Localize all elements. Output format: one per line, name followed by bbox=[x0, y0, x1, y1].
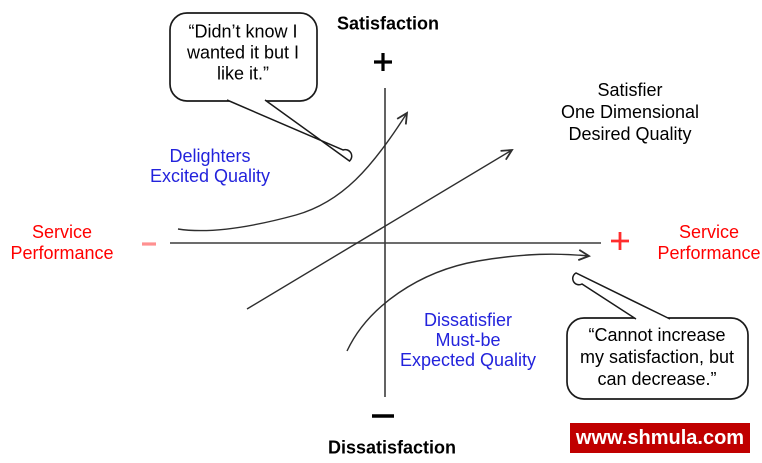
delighter-speech-bubble bbox=[169, 12, 353, 162]
delighters-label: Delighters Excited Quality bbox=[149, 146, 271, 186]
dissatisfaction-axis-title: Dissatisfaction bbox=[327, 437, 457, 458]
speech-bubble-tail bbox=[226, 99, 353, 162]
service-performance-label-left: Service Performance bbox=[10, 222, 114, 263]
dissatisfier-quote: “Cannot increase my satisfaction, but ca… bbox=[579, 325, 735, 389]
satisfaction-axis-title: Satisfaction bbox=[336, 13, 440, 34]
watermark-banner: www.shmula.com bbox=[570, 423, 750, 453]
speech-bubble-tail bbox=[572, 272, 671, 320]
watermark-url: www.shmula.com bbox=[575, 426, 745, 449]
satisfier-line bbox=[246, 148, 514, 310]
dissatisfier-curve bbox=[346, 249, 591, 352]
delighter-curve bbox=[177, 111, 409, 232]
plus-top-icon bbox=[374, 53, 392, 71]
service-performance-label-right: Service Performance bbox=[657, 222, 761, 263]
dissatisfier-label: Dissatisfier Must-be Expected Quality bbox=[399, 310, 537, 370]
satisfier-label: Satisfier One Dimensional Desired Qualit… bbox=[560, 80, 700, 144]
dissatisfier-speech-bubble bbox=[566, 272, 749, 400]
plus-right-icon bbox=[611, 232, 629, 250]
delighter-quote: “Didn’t know I wanted it but I like it.” bbox=[186, 21, 300, 84]
